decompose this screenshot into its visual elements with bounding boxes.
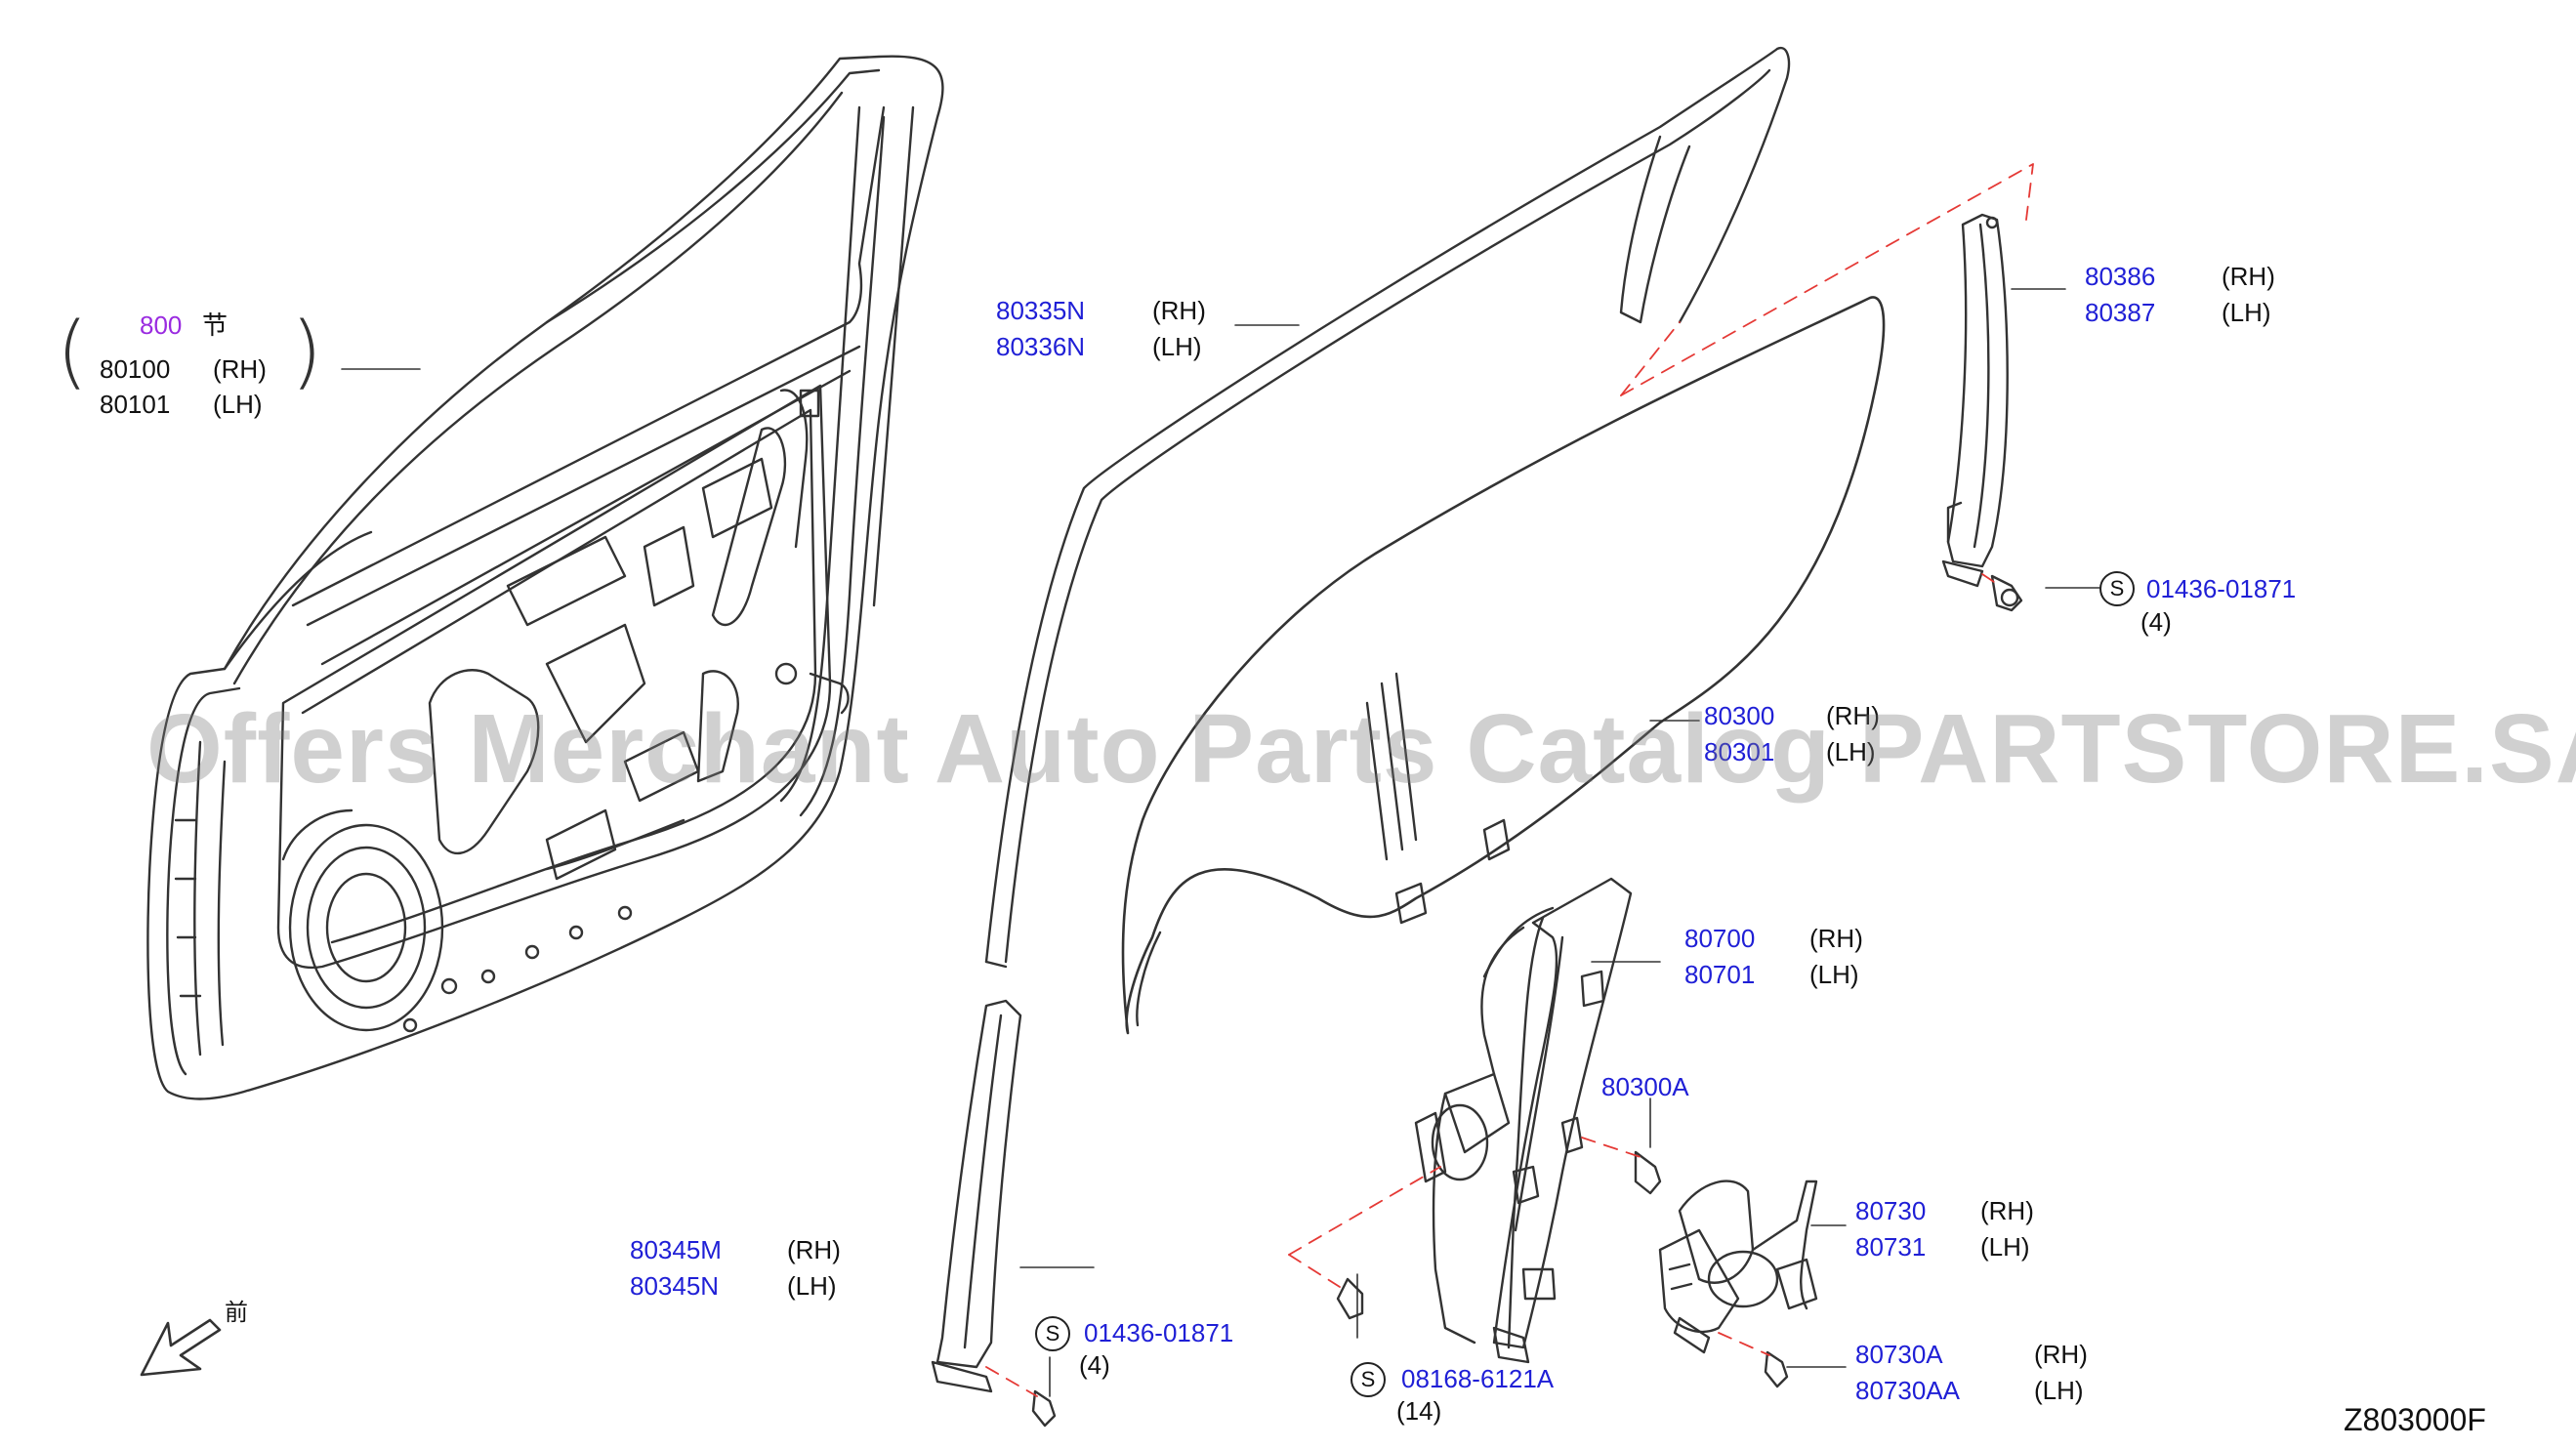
part-80730a[interactable]: 80730A xyxy=(1855,1340,1943,1369)
part-01436-01871-bottom-qty: (4) xyxy=(1079,1350,1110,1380)
part-80700[interactable]: 80700 xyxy=(1684,924,1756,953)
door-glass xyxy=(1121,296,1886,1035)
front-marker-label: 前 xyxy=(225,1300,248,1326)
part-80701[interactable]: 80701 xyxy=(1684,960,1756,989)
diagram-code: Z803000F xyxy=(2344,1402,2486,1437)
part-80730a-side: (RH) xyxy=(2034,1340,2088,1369)
door-rh-number[interactable]: 80100 xyxy=(100,354,171,384)
part-80700-side: (RH) xyxy=(1809,924,1863,953)
watermark: Offers Merchant Auto Parts Catalog PARTS… xyxy=(146,694,2576,804)
part-80386[interactable]: 80386 xyxy=(2085,262,2156,291)
part-80345m[interactable]: 80345M xyxy=(630,1235,722,1264)
part-80387[interactable]: 80387 xyxy=(2085,298,2156,327)
rear-sash xyxy=(1941,213,2009,588)
part-80387-side: (LH) xyxy=(2222,298,2271,327)
part-80731-side: (LH) xyxy=(1980,1232,2030,1262)
part-80730[interactable]: 80730 xyxy=(1855,1196,1927,1225)
fasteners xyxy=(1031,574,2023,1428)
part-01436-01871-top-qty: (4) xyxy=(2140,607,2172,637)
part-80301[interactable]: 80301 xyxy=(1704,737,1775,766)
standard-part-symbol-08168: S xyxy=(1350,1362,1386,1397)
door-group-code[interactable]: 800 xyxy=(140,310,183,340)
standard-part-symbol-bottom: S xyxy=(1035,1316,1070,1351)
door-lh-number[interactable]: 80101 xyxy=(100,390,171,419)
door-shell xyxy=(146,55,944,1100)
part-80345m-side: (RH) xyxy=(787,1235,841,1264)
part-80300-side: (RH) xyxy=(1826,701,1880,730)
door-group-bracket-right: ) xyxy=(291,306,322,398)
front-arrow xyxy=(140,1318,222,1377)
part-80730aa[interactable]: 80730AA xyxy=(1855,1376,1960,1405)
part-80336n-side: (LH) xyxy=(1152,332,1202,361)
part-01436-01871-top[interactable]: 01436-01871 xyxy=(2146,574,2297,603)
part-08168-6121a[interactable]: 08168-6121A xyxy=(1401,1364,1555,1393)
part-80335n[interactable]: 80335N xyxy=(996,296,1086,325)
front-lower-sash xyxy=(931,999,1022,1393)
part-80336n[interactable]: 80336N xyxy=(996,332,1086,361)
window-regulator xyxy=(1414,877,1633,1364)
standard-part-symbol-top: S xyxy=(2099,571,2135,606)
door-rh-side: (RH) xyxy=(213,354,267,384)
part-80345n[interactable]: 80345N xyxy=(630,1271,720,1301)
part-80731[interactable]: 80731 xyxy=(1855,1232,1927,1262)
dashed-leaders xyxy=(985,163,2034,1397)
part-80300[interactable]: 80300 xyxy=(1704,701,1775,730)
part-80335n-side: (RH) xyxy=(1152,296,1206,325)
door-lh-side: (LH) xyxy=(213,390,263,419)
part-01436-01871-bottom[interactable]: 01436-01871 xyxy=(1084,1318,1234,1347)
glass-run-seal xyxy=(984,46,1791,969)
part-80386-side: (RH) xyxy=(2222,262,2275,291)
part-80301-side: (LH) xyxy=(1826,737,1876,766)
leader-lines xyxy=(341,288,2100,1397)
part-80300a[interactable]: 80300A xyxy=(1601,1072,1689,1101)
part-80701-side: (LH) xyxy=(1809,960,1859,989)
part-80345n-side: (LH) xyxy=(787,1271,837,1301)
part-08168-6121a-qty: (14) xyxy=(1396,1396,1442,1426)
door-group-kanji: 节 xyxy=(202,310,229,340)
door-group-bracket-left: ( xyxy=(57,306,88,398)
part-80730aa-side: (LH) xyxy=(2034,1376,2084,1405)
regulator-motor xyxy=(1658,1180,1818,1354)
part-80730-side: (RH) xyxy=(1980,1196,2034,1225)
